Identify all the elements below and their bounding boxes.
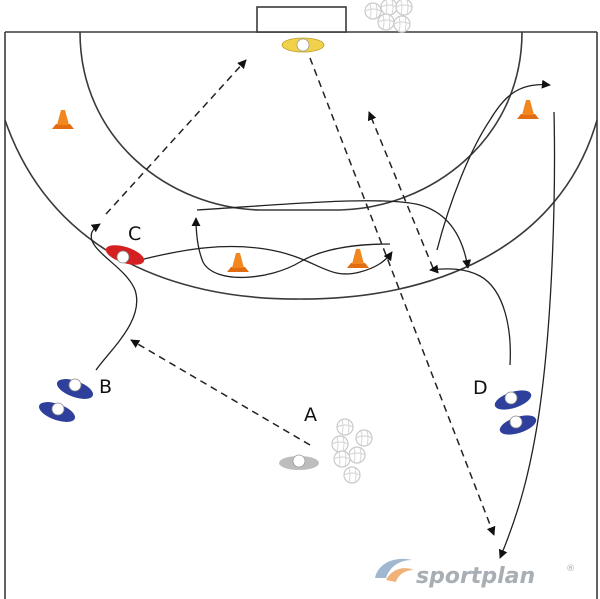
free-throw-line	[4, 119, 598, 300]
run-c-return	[191, 217, 391, 279]
pass-c-to-gk	[105, 59, 247, 215]
run-c-weave	[139, 245, 393, 275]
run-across	[196, 200, 472, 269]
throw-gk-long	[309, 57, 496, 536]
brand-mark: ®	[566, 564, 575, 574]
player-gk	[281, 37, 325, 53]
cone-center-left	[227, 253, 249, 272]
label-c: C	[128, 223, 141, 245]
player-b: B	[38, 376, 112, 422]
run-b	[90, 223, 138, 371]
run-d	[429, 264, 511, 366]
cone-left	[52, 110, 74, 129]
sportplan-logo: sportplan ®	[375, 558, 575, 589]
brand-name: sportplan	[416, 564, 535, 589]
label-d: D	[473, 377, 488, 399]
cone-center-right	[347, 249, 369, 268]
court	[4, 6, 598, 599]
run-wing-down	[498, 111, 556, 559]
player-c: C	[105, 223, 145, 265]
paths	[90, 57, 556, 559]
label-b: B	[99, 376, 112, 398]
ball-stack-goal	[364, 0, 413, 33]
run-d-wing	[436, 79, 551, 251]
player-d: D	[473, 377, 537, 435]
goal	[256, 6, 347, 33]
cones	[52, 100, 539, 272]
ball-stack-feeder	[331, 418, 373, 484]
pass-d-to-goal	[367, 111, 434, 269]
pass-a-to-b	[130, 339, 311, 446]
goal-area-line	[79, 31, 523, 211]
cone-right	[517, 100, 539, 119]
label-a: A	[304, 404, 317, 426]
player-a: A	[279, 404, 319, 470]
